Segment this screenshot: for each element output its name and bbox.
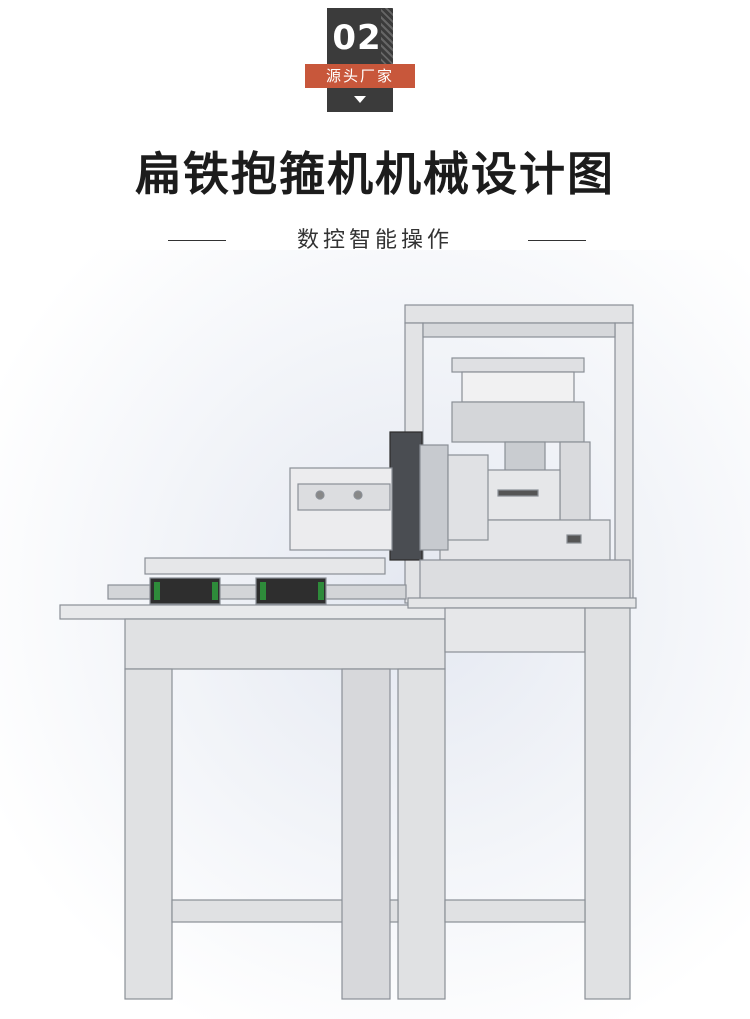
section-badge: 02 源头厂家	[305, 0, 415, 112]
subtitle-divider-right	[528, 240, 586, 241]
machine-drawing	[59, 304, 637, 1000]
page-title: 扁铁抱箍机机械设计图	[135, 147, 615, 201]
linear-rails	[107, 577, 407, 605]
upper-frame	[404, 304, 634, 604]
transfer-arm	[144, 467, 393, 575]
badge-label: 源头厂家	[305, 64, 415, 88]
gear-icon	[389, 431, 489, 561]
badge-foot	[327, 88, 393, 112]
badge-number-box: 02	[327, 8, 393, 68]
rear-frame	[341, 559, 637, 1000]
subtitle-divider-left	[168, 240, 226, 241]
front-table	[59, 604, 451, 1000]
page-subtitle: 数控智能操作	[296, 228, 453, 253]
badge-number: 02	[332, 18, 382, 58]
chevron-down-icon	[354, 96, 366, 103]
subtitle-row: 数控智能操作	[0, 222, 750, 258]
